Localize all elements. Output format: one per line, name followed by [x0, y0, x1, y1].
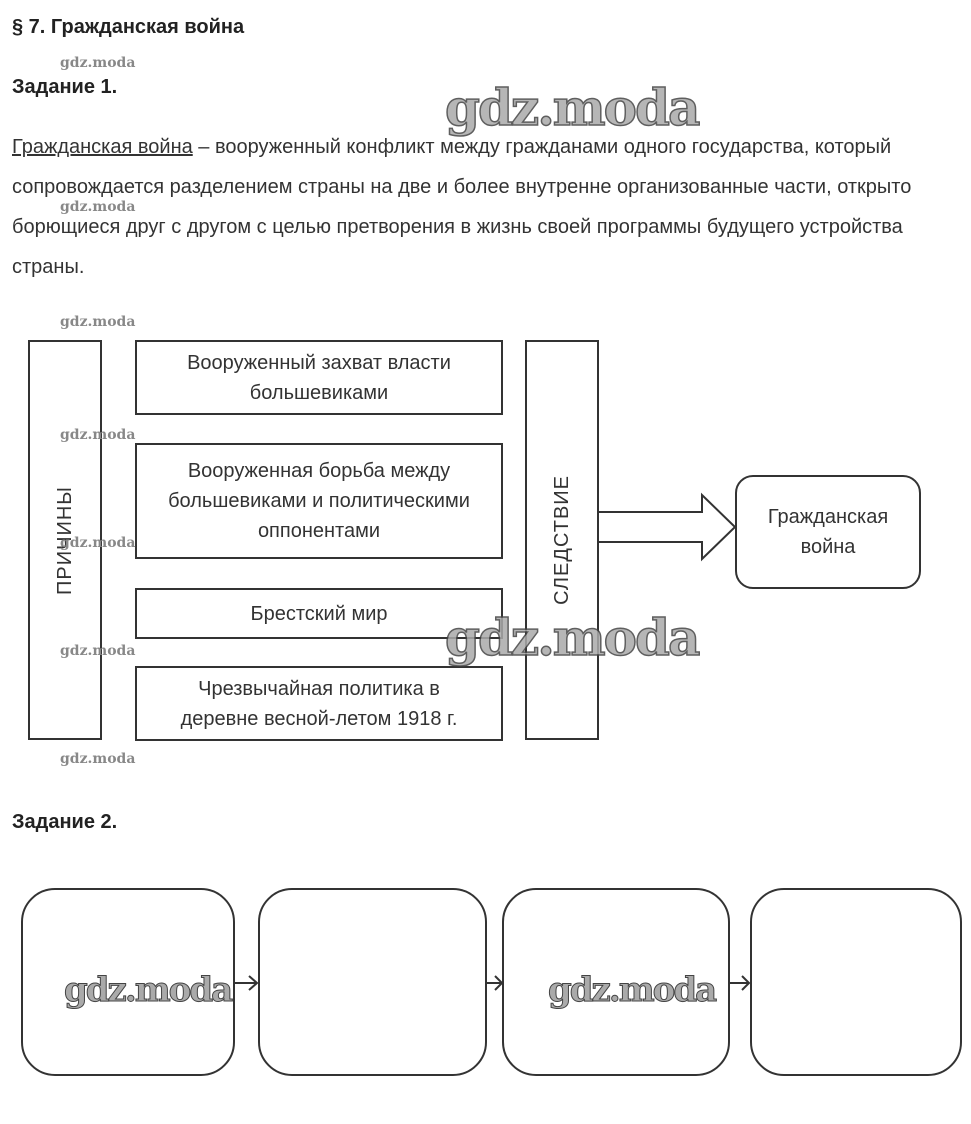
hollow-arrow-icon — [597, 492, 737, 562]
definition-paragraph: Гражданская война – вооруженный конфликт… — [12, 127, 912, 287]
watermark: gdz.moda — [60, 427, 136, 443]
empty-answer-box[interactable] — [21, 888, 235, 1076]
arrow-right-icon — [486, 975, 504, 991]
task1-label: Задание 1. — [12, 76, 118, 98]
definition-text: – вооруженный конфликт между гражданами … — [12, 136, 912, 278]
cause-text: Вооруженная борьба между большевиками и … — [168, 460, 470, 542]
empty-answer-box[interactable] — [502, 888, 730, 1076]
causes-box: ПРИЧИНЫ — [28, 340, 102, 740]
definition-term: Гражданская война — [12, 136, 193, 158]
arrow-right-icon — [729, 975, 751, 991]
result-box: Гражданская война — [735, 475, 921, 589]
watermark: gdz.moda — [60, 535, 136, 551]
watermark: gdz.moda — [60, 643, 136, 659]
page-title: § 7. Гражданская война — [12, 16, 245, 38]
watermark: gdz.moda — [444, 77, 701, 138]
cause-box: Брестский мир — [135, 588, 503, 639]
result-text: Гражданская война — [767, 506, 889, 558]
watermark: gdz.moda — [60, 314, 136, 330]
consequence-label: СЛЕДСТВИЕ — [551, 475, 573, 605]
watermark: gdz.moda — [444, 607, 701, 668]
cause-box: Вооруженная борьба между большевиками и … — [135, 443, 503, 559]
watermark: gdz.moda — [60, 199, 136, 215]
watermark: gdz.moda — [60, 751, 136, 767]
cause-text: Брестский мир — [250, 602, 388, 625]
watermark: gdz.moda — [63, 970, 233, 1011]
empty-answer-box[interactable] — [258, 888, 487, 1076]
consequence-box: СЛЕДСТВИЕ — [525, 340, 599, 740]
cause-text: Чрезвычайная политика в деревне весной-л… — [180, 677, 458, 730]
watermark: gdz.moda — [60, 55, 136, 71]
empty-answer-box[interactable] — [750, 888, 962, 1076]
task2-label: Задание 2. — [12, 811, 118, 833]
cause-box: Вооруженный захват власти большевиками — [135, 340, 503, 415]
arrow-right-icon — [234, 975, 259, 991]
watermark: gdz.moda — [547, 970, 717, 1011]
cause-box: Чрезвычайная политика в деревне весной-л… — [135, 666, 503, 741]
cause-text: Вооруженный захват власти большевиками — [187, 351, 451, 404]
